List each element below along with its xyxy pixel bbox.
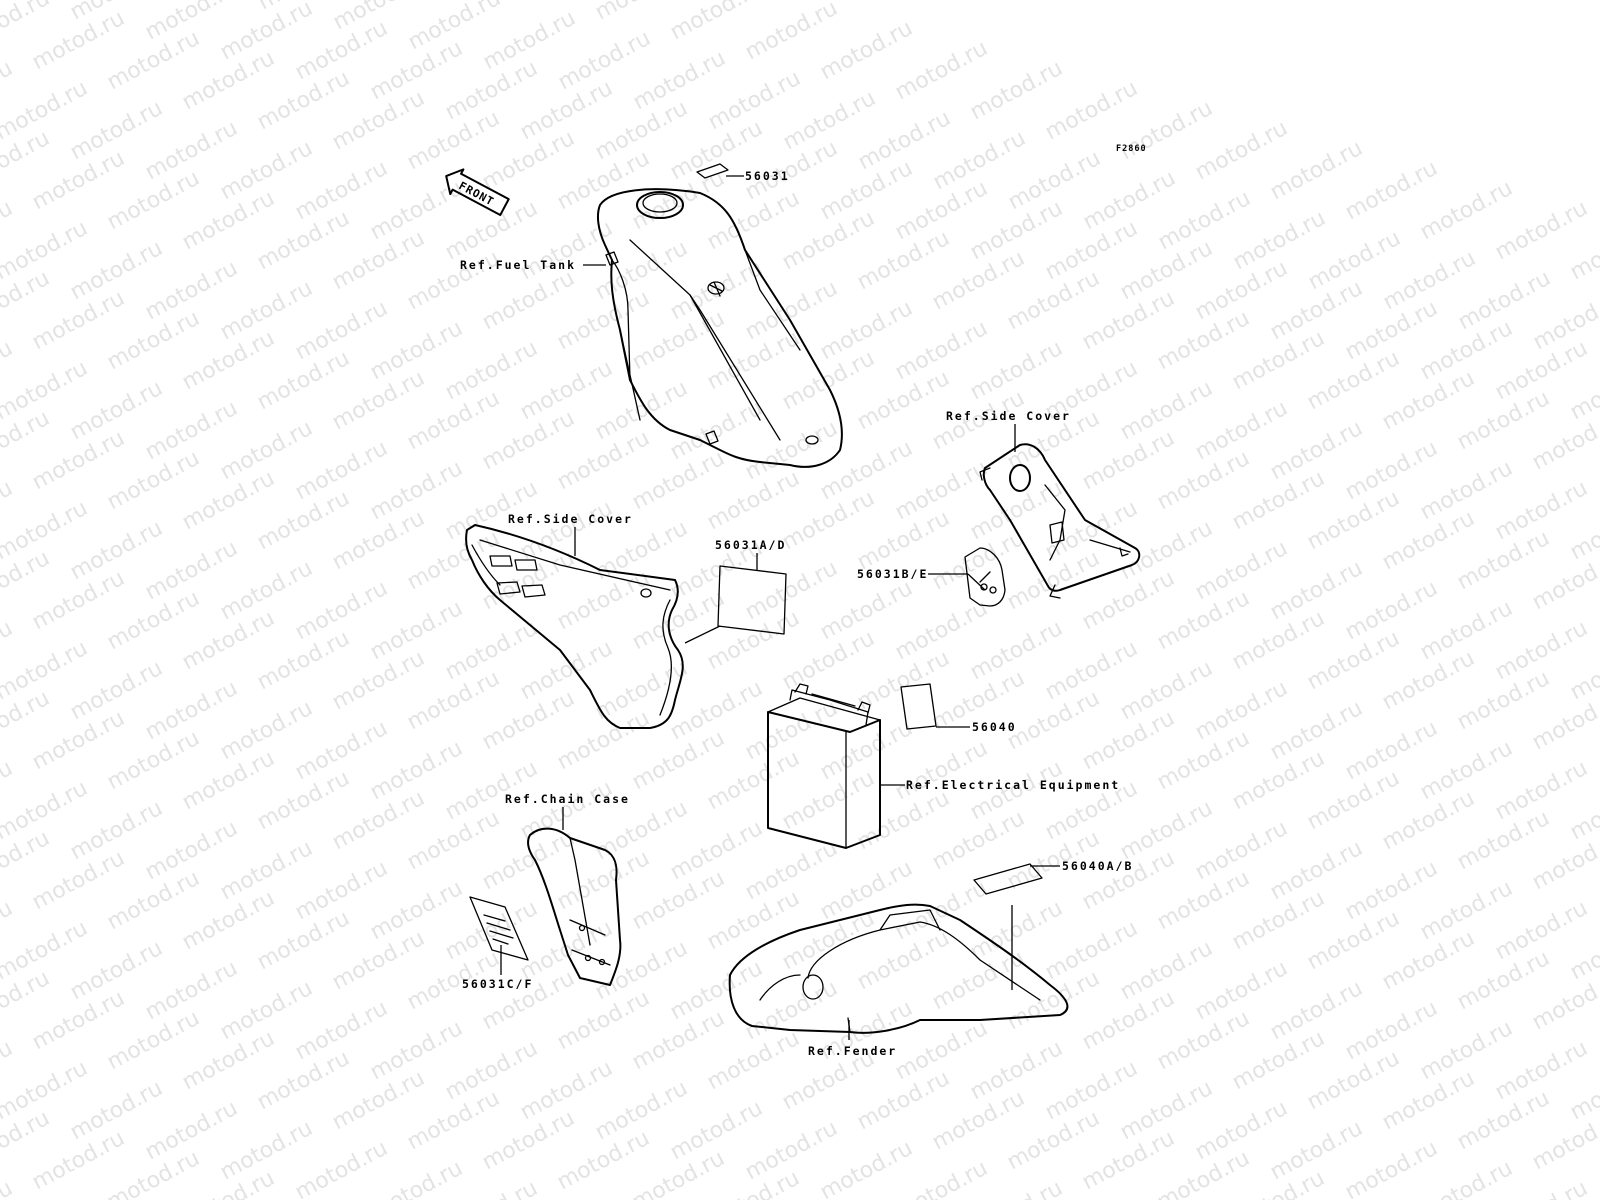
label-56040: 56040	[972, 720, 1017, 734]
label-side-cover-right: Ref.Side Cover	[946, 409, 1071, 423]
watermark-text: motod.ru	[1341, 156, 1442, 225]
decal-56031AD: 56031A/D	[684, 538, 787, 644]
label-electrical-equipment: Ref.Electrical Equipment	[906, 778, 1120, 792]
chain-case: Ref.Chain Case	[505, 792, 630, 986]
decal-56031BE: 56031B/E	[857, 547, 1006, 607]
label-56031CF: 56031C/F	[462, 977, 533, 991]
decal-56040AB: 56040A/B	[973, 859, 1133, 990]
label-56031BE: 56031B/E	[857, 567, 928, 581]
watermark-text: motod.ru	[291, 1136, 392, 1200]
watermark-text: motod.ru	[1041, 76, 1142, 145]
label-56031: 56031	[745, 169, 790, 183]
watermark-text: motod.ru	[741, 0, 842, 65]
watermark-text: motod.ru	[1191, 116, 1292, 185]
watermark-text: motod.ru	[1116, 96, 1217, 165]
watermark-text: motod.ru	[0, 1176, 17, 1200]
decal-56031CF: 56031C/F	[462, 896, 533, 991]
watermark-text: motod.ru	[1491, 196, 1592, 265]
watermark-text: motod.ru	[966, 56, 1067, 125]
watermark-text: motod.ru	[816, 1136, 917, 1200]
decal-56031: 56031	[696, 163, 790, 183]
label-fuel-tank: Ref.Fuel Tank	[460, 258, 576, 272]
watermark-text: motod.ru	[891, 36, 992, 105]
battery: Ref.Electrical Equipment	[767, 683, 1120, 849]
right-side-cover: Ref.Side Cover	[946, 409, 1141, 599]
rear-fender: Ref.Fender	[728, 903, 1069, 1058]
left-side-cover: Ref.Side Cover	[465, 512, 684, 729]
label-56040AB: 56040A/B	[1062, 859, 1133, 873]
label-side-cover-left: Ref.Side Cover	[508, 512, 633, 526]
watermark-text: motod.ru	[1341, 1136, 1442, 1200]
decal-56040: 56040	[900, 683, 1017, 734]
watermark-text: motod.ru	[1416, 176, 1517, 245]
label-chain-case: Ref.Chain Case	[505, 792, 630, 806]
label-fender: Ref.Fender	[808, 1044, 897, 1058]
label-56031AD: 56031A/D	[715, 538, 786, 552]
watermark-text: motod.ru	[1266, 136, 1367, 205]
figure-code: F2860	[1116, 144, 1147, 154]
watermark-text: motod.ru	[816, 16, 917, 85]
fuel-tank: Ref.Fuel Tank	[460, 188, 843, 468]
